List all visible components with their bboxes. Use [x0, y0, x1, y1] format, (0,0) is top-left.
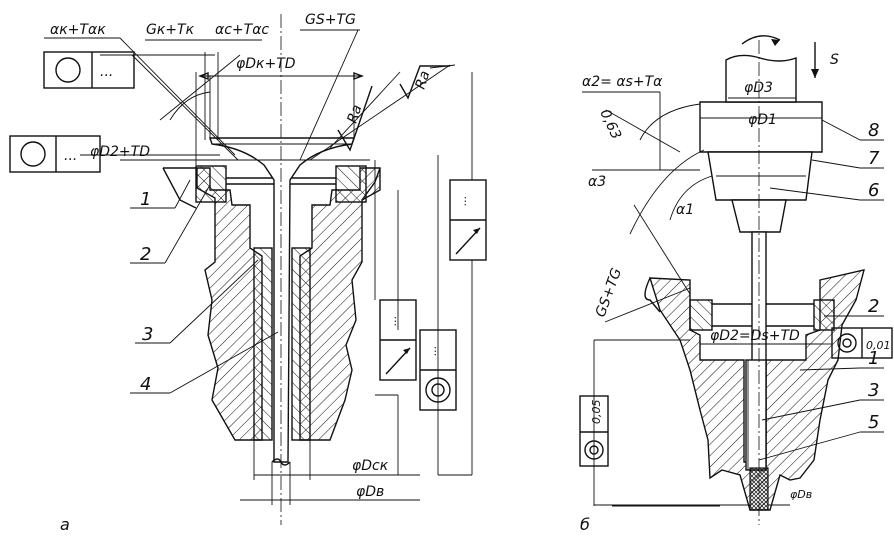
caption-b: б — [580, 515, 590, 534]
dim-alpha-k: αк+Tαк — [50, 22, 106, 38]
part-number-8: 8 — [868, 120, 879, 141]
part-3-guide-right — [291, 247, 311, 441]
dim-g-s: GS+TG — [305, 12, 356, 28]
part-number-3: 3 — [142, 324, 153, 345]
tolerance-frame-concentricity: ... — [419, 329, 457, 411]
dim-alpha2: α2= αs+Tα — [582, 74, 663, 90]
tolerance-frame-roundness-top: ... — [43, 51, 135, 89]
dim-d2: φD2=Ds+TD — [710, 328, 800, 344]
dim-alpha-c: αc+Tαc — [215, 22, 269, 38]
part-number-2: 2 — [868, 296, 879, 317]
part-number-6: 6 — [868, 180, 879, 201]
part-number-1: 1 — [868, 348, 879, 369]
part-number-4: 4 — [140, 374, 151, 395]
part-number-7: 7 — [868, 148, 880, 169]
feed-s: S — [830, 52, 839, 68]
roughness-ra-1: Ra — [345, 103, 366, 125]
part-4-valve — [209, 137, 355, 463]
part-3-guide-left — [253, 247, 273, 441]
roughness-ra-2: Ra — [413, 69, 434, 91]
caption-a: а — [60, 515, 70, 534]
part-number-1: 1 — [140, 189, 151, 210]
tolerance-frame-roundness-left: ... — [9, 135, 101, 173]
dim-d3: φD3 — [744, 80, 773, 96]
spindle-shank — [725, 54, 797, 103]
dim-d2: φD2+TD — [90, 144, 150, 160]
dim-alpha3: α3 — [588, 174, 606, 190]
tol-value-001: 0,01 — [866, 339, 891, 352]
tolerance-dots: ... — [426, 346, 439, 357]
part-2-seat-left — [689, 299, 713, 331]
part-1-cylinder-head-right — [299, 167, 381, 441]
part-2-seat-right — [813, 299, 835, 331]
tolerance-frame-runout-mid: ... — [379, 299, 417, 381]
dim-alpha1: α1 — [676, 202, 694, 218]
tol-value-005: 0,05 — [590, 400, 603, 425]
dim-d-b: φDв — [790, 488, 812, 501]
dim-d-k: φDк+TD — [236, 56, 296, 72]
tolerance-dots: ... — [456, 196, 469, 207]
part-1-cylinder-head-left — [163, 167, 263, 441]
roughness-063: 0,63 — [596, 107, 624, 142]
dim-d1: φD1 — [748, 112, 777, 128]
figure-a: ... ... ... ... — [9, 12, 487, 534]
part-2-seat-right — [335, 165, 367, 203]
dim-g-k: Gк+Tк — [146, 22, 195, 38]
part-1-body — [649, 269, 865, 511]
tolerance-frame-runout-001: 0,01 — [831, 327, 893, 359]
tolerance-frame-concentricity-005: 0,05 — [579, 395, 609, 467]
tolerance-dots: ... — [100, 64, 113, 80]
tolerance-dots: ... — [386, 316, 399, 327]
part-number-2: 2 — [140, 244, 151, 265]
dim-d-b: φDв — [356, 484, 384, 500]
part-number-5: 5 — [868, 412, 879, 433]
figure-b: 0,01 0,05 S φD3 α2= αs+Tα 0,63 φD1 α3 α1… — [579, 35, 893, 534]
tolerance-frame-runout-right: ... — [449, 179, 487, 261]
tolerance-dots: ... — [64, 148, 77, 164]
dim-g-s: GS+TG — [593, 266, 625, 319]
part-2-seat-left — [195, 165, 227, 203]
part-number-3: 3 — [868, 380, 879, 401]
part-3-guide — [745, 359, 767, 471]
dim-d-ck: φDск — [352, 458, 389, 474]
